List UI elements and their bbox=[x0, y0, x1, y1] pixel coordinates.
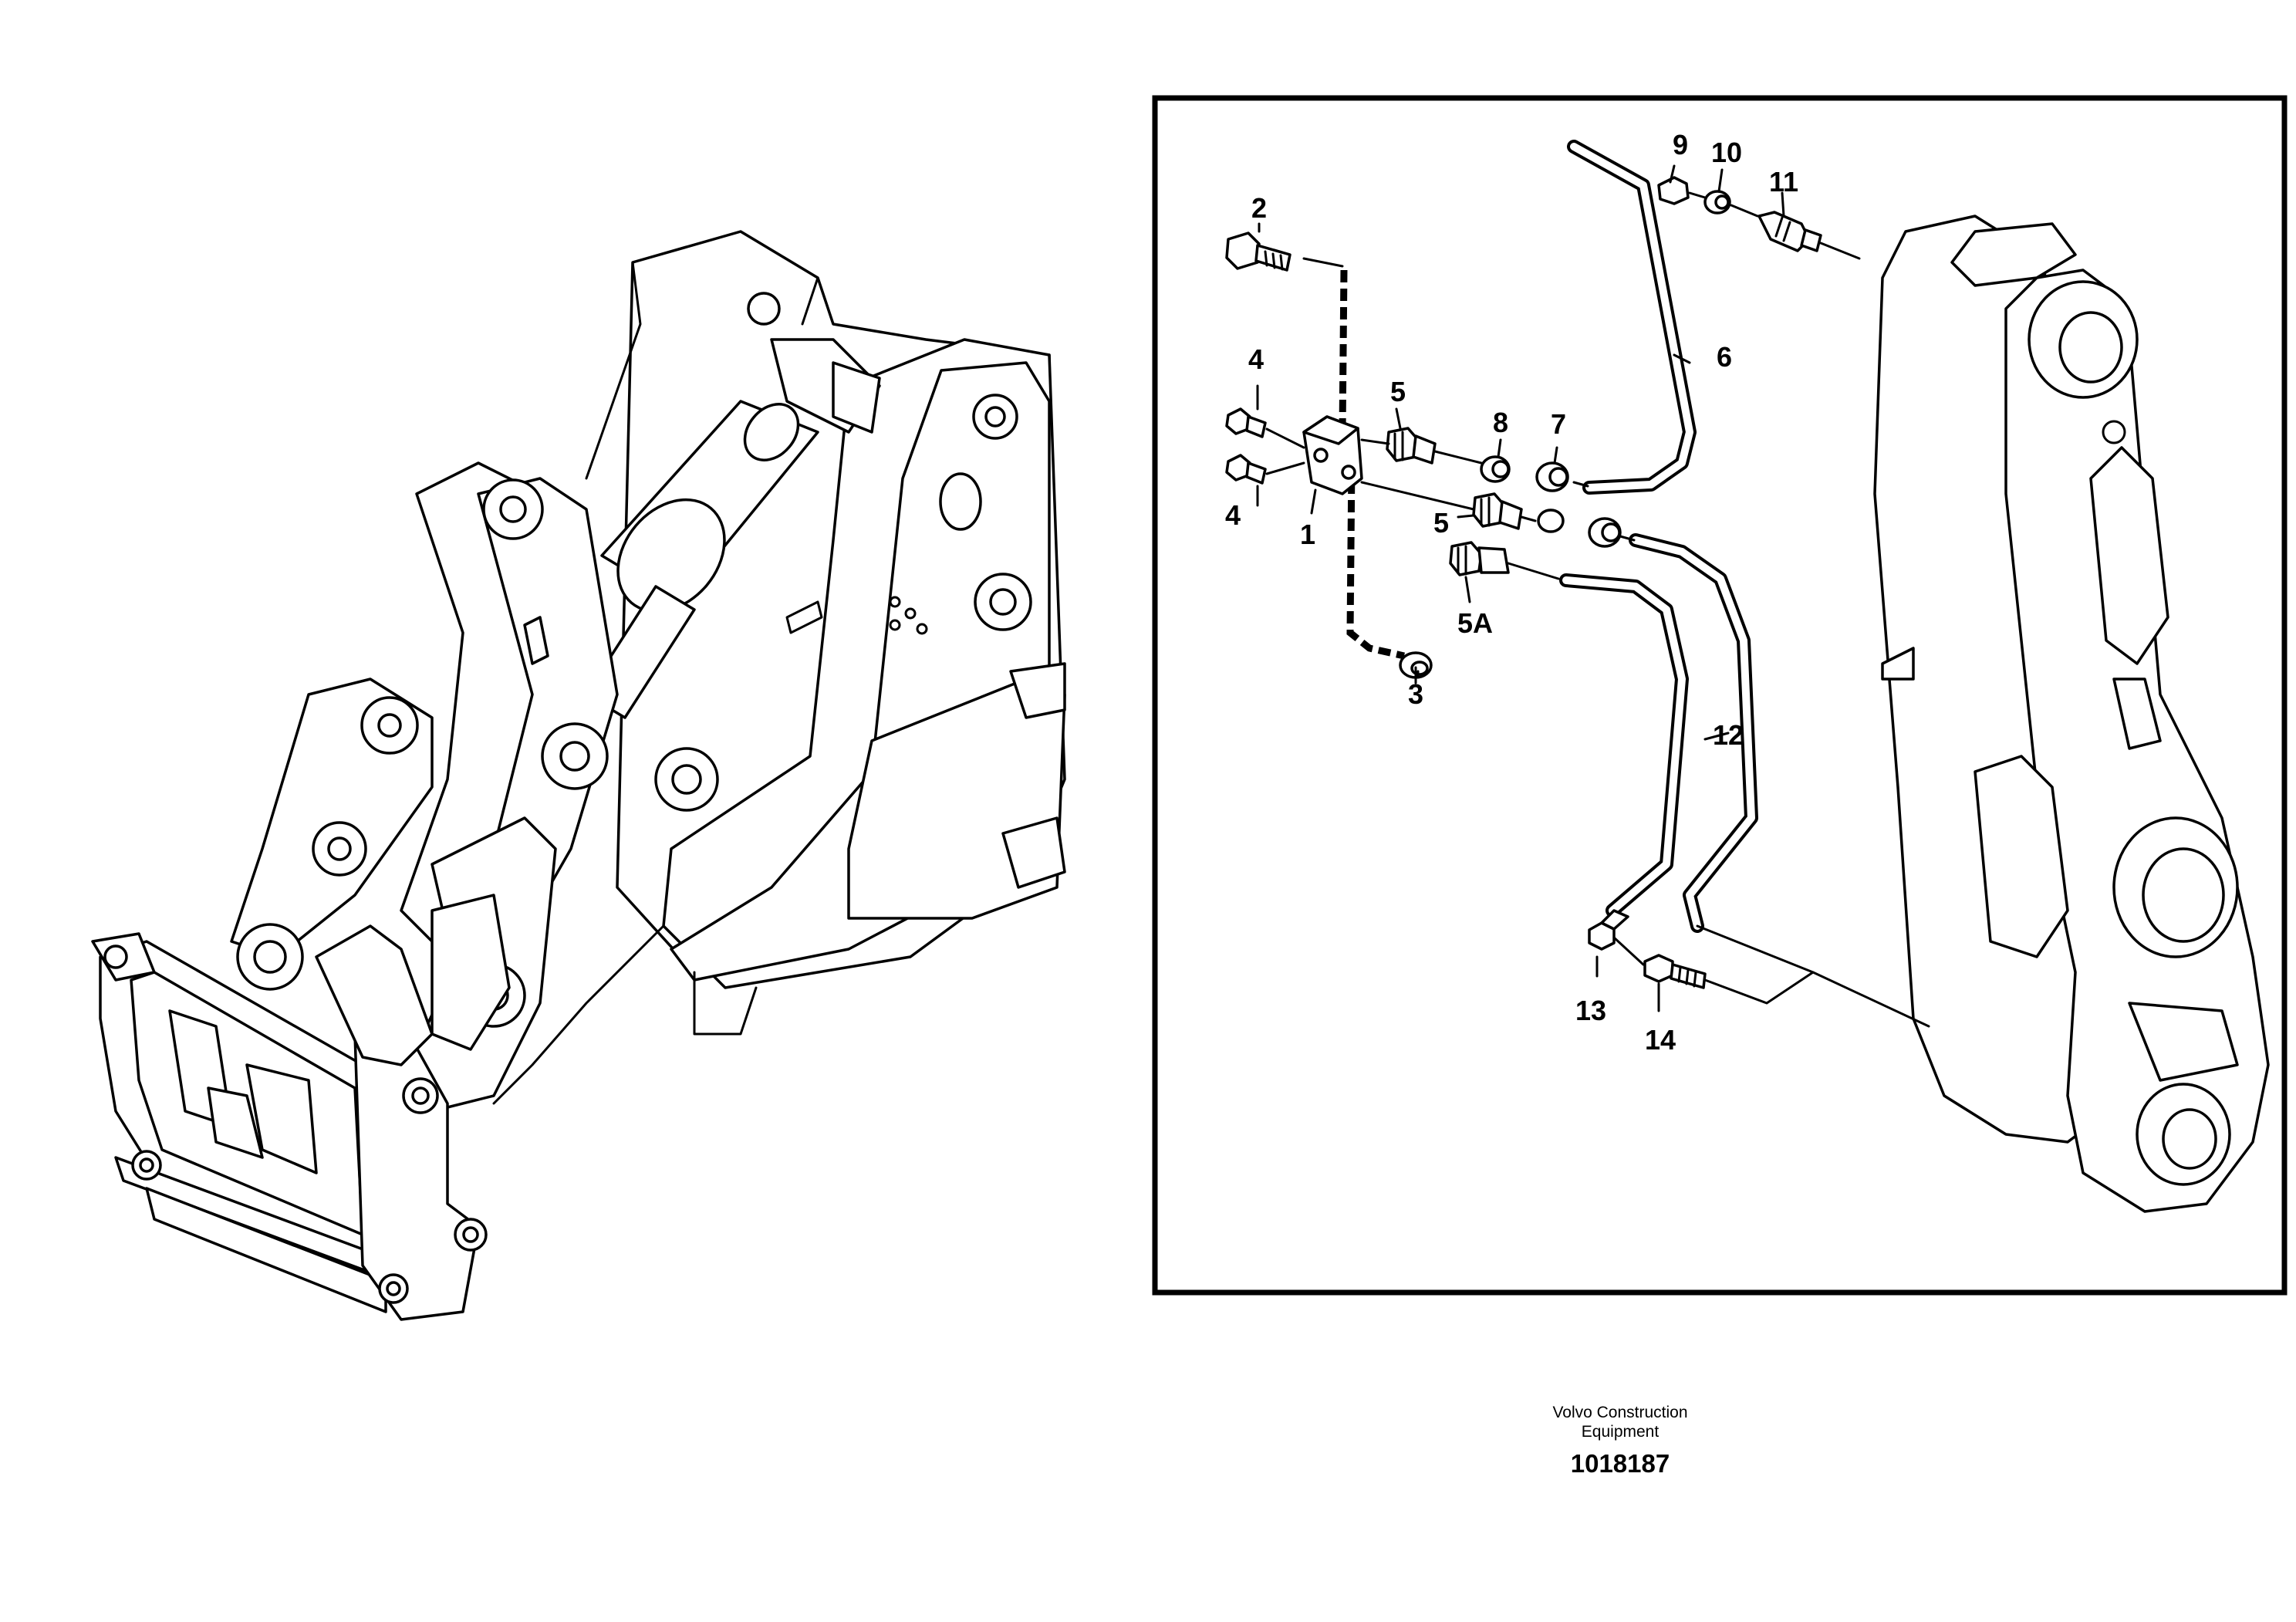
callout-5-lower: 5 bbox=[1433, 507, 1449, 539]
callout-7: 7 bbox=[1551, 408, 1566, 440]
connector-5A bbox=[1449, 541, 1510, 576]
callout-13: 13 bbox=[1575, 995, 1606, 1026]
nut-5-lower bbox=[1537, 509, 1622, 548]
block-1 bbox=[1302, 415, 1363, 495]
pipe-6 bbox=[1567, 140, 1697, 495]
callout-4-upper: 4 bbox=[1248, 343, 1264, 375]
lift-arm-assembly-illustration bbox=[91, 230, 1066, 1321]
callout-3: 3 bbox=[1408, 678, 1423, 710]
document-number: 1018187 bbox=[1570, 1449, 1670, 1478]
callout-8: 8 bbox=[1493, 407, 1508, 438]
link-arm-illustration bbox=[1873, 215, 2270, 1213]
nut-9 bbox=[1657, 176, 1690, 205]
bolt-2 bbox=[1225, 231, 1292, 272]
callout-14: 14 bbox=[1645, 1024, 1676, 1056]
grease-nipple-4-lower bbox=[1225, 454, 1267, 485]
detail-frame bbox=[1152, 95, 2288, 1296]
callout-10: 10 bbox=[1711, 137, 1742, 168]
brand-line-2: Equipment bbox=[1581, 1423, 1660, 1441]
callout-6: 6 bbox=[1717, 341, 1732, 373]
sleeve-10 bbox=[1703, 190, 1731, 215]
bolt-14 bbox=[1643, 954, 1707, 989]
callout-leaders bbox=[1256, 164, 1785, 1012]
callout-2: 2 bbox=[1251, 192, 1267, 224]
elbow-13 bbox=[1588, 909, 1629, 951]
brand-line-1: Volvo Construction bbox=[1552, 1404, 1688, 1421]
callout-labels: 1 2 3 4 4 5 5 5A 6 7 8 9 10 11 12 13 14 bbox=[1225, 129, 1798, 1056]
callout-12: 12 bbox=[1713, 719, 1744, 751]
callout-11: 11 bbox=[1769, 166, 1798, 198]
callout-5A: 5A bbox=[1457, 607, 1493, 639]
callout-4-lower: 4 bbox=[1225, 499, 1241, 531]
callout-1: 1 bbox=[1300, 519, 1315, 550]
callout-9: 9 bbox=[1673, 129, 1688, 161]
pipe-12 bbox=[1559, 533, 1758, 933]
connector-5-lower bbox=[1472, 492, 1523, 530]
nut-8 bbox=[1480, 455, 1511, 483]
connector-5-upper bbox=[1386, 427, 1437, 465]
union-11 bbox=[1757, 211, 1822, 252]
callout-5-upper: 5 bbox=[1390, 376, 1406, 407]
nut-7 bbox=[1535, 461, 1569, 492]
footer-block: Volvo Construction Equipment 1018187 bbox=[1466, 1403, 1774, 1478]
grease-nipple-4-upper bbox=[1225, 407, 1267, 438]
